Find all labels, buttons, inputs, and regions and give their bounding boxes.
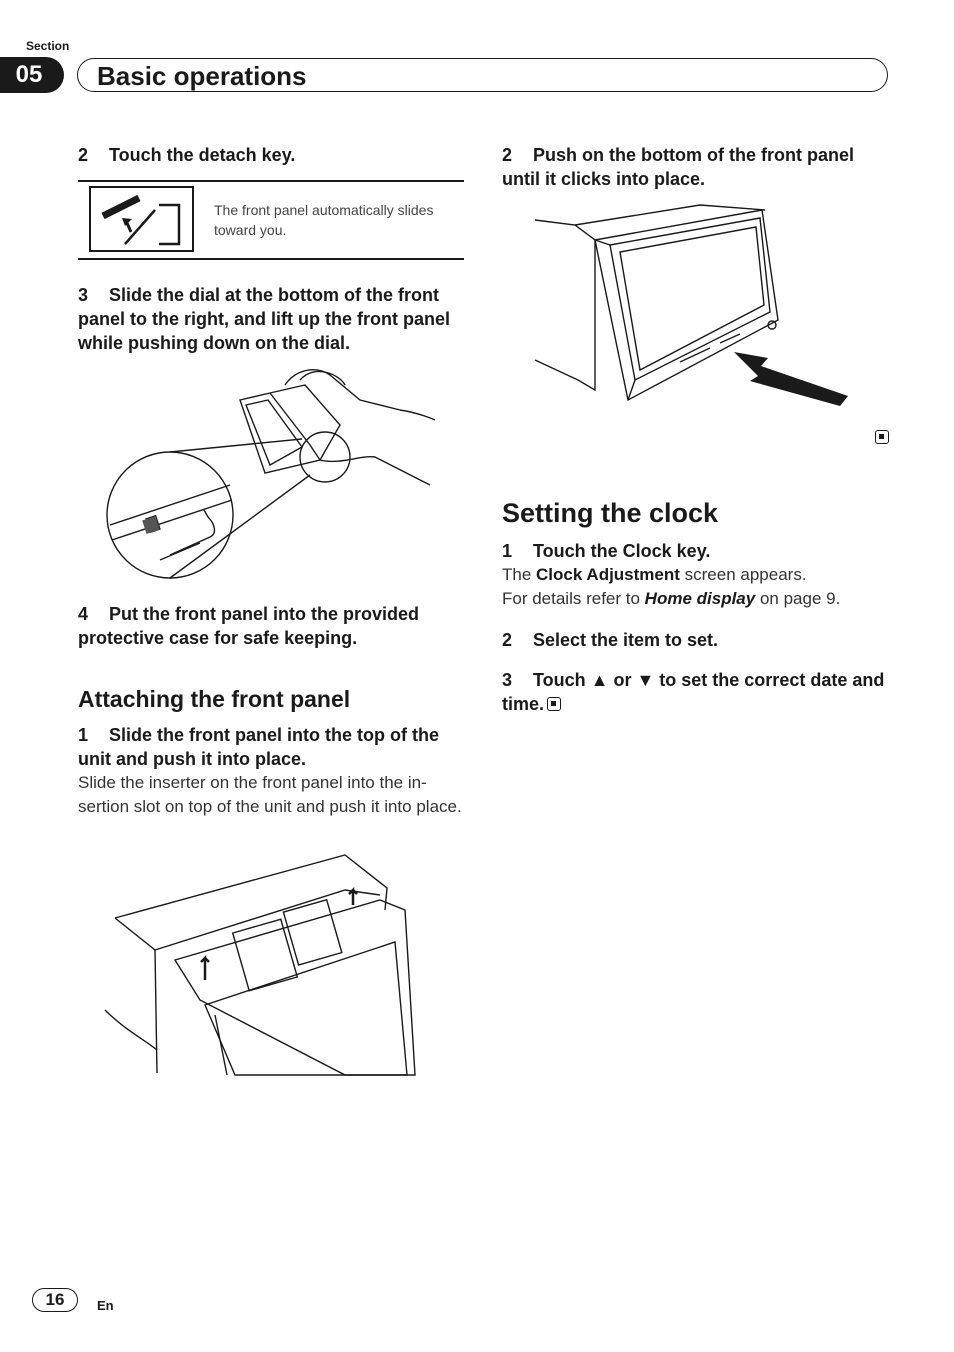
language-code: En (97, 1298, 114, 1313)
table-bottom-rule (78, 258, 464, 260)
step-2-detach: 2 Touch the detach key. (78, 143, 468, 167)
attach-panel-illustration (104, 854, 416, 1076)
text-run: screen appears. (679, 565, 807, 584)
section-label: Section (26, 39, 70, 53)
end-mark-icon (872, 430, 889, 448)
step-text: Slide the front panel into the top of th… (78, 725, 439, 769)
home-display-link: Home display (644, 589, 756, 608)
step-text: Push on the bottom of the front panel un… (502, 145, 854, 189)
clock-body-2: For details refer to Home display on pag… (502, 587, 902, 611)
step-number: 4 (78, 604, 89, 624)
section-title: Basic operations (97, 61, 307, 91)
section-number: 05 (0, 57, 64, 93)
detach-note: The front panel automatically slides tow… (214, 202, 434, 238)
push-panel-illustration (534, 204, 848, 406)
step-number: 2 (502, 145, 513, 165)
end-mark-icon (547, 697, 562, 711)
step-number: 3 (78, 285, 89, 305)
step-text: Touch the Clock key. (533, 541, 711, 561)
clock-step-1: 1 Touch the Clock key. (502, 539, 902, 563)
step-text: Touch the detach key. (109, 145, 296, 165)
step-number: 3 (502, 670, 513, 690)
lift-panel-illustration (106, 369, 436, 579)
text-run: For details refer to (502, 589, 645, 608)
step-number: 2 (78, 145, 89, 165)
detach-key-icon (89, 186, 194, 252)
step-text: Put the front panel into the provided pr… (78, 604, 419, 648)
text-run: on page 9. (755, 589, 841, 608)
page-number: 16 (32, 1288, 78, 1312)
step-text: Touch ▲ or ▼ to set the correct date and… (502, 670, 885, 714)
step-number: 1 (78, 725, 89, 745)
step-number: 2 (502, 630, 513, 650)
clock-body-1: The Clock Adjustment screen appears. (502, 563, 902, 587)
step-number: 1 (502, 541, 513, 561)
step-text: Slide the dial at the bottom of the fron… (78, 285, 450, 353)
text-run: The (502, 565, 537, 584)
clock-heading: Setting the clock (502, 498, 719, 528)
clock-step-2: 2 Select the item to set. (502, 628, 902, 652)
clock-adjustment-term: Clock Adjustment (536, 565, 680, 584)
table-top-rule (78, 180, 464, 182)
step-text: Select the item to set. (533, 630, 719, 650)
attach-body: Slide the inserter on the front panel in… (78, 773, 462, 816)
attach-heading: Attaching the front panel (78, 686, 351, 712)
section-title-frame (77, 58, 888, 92)
